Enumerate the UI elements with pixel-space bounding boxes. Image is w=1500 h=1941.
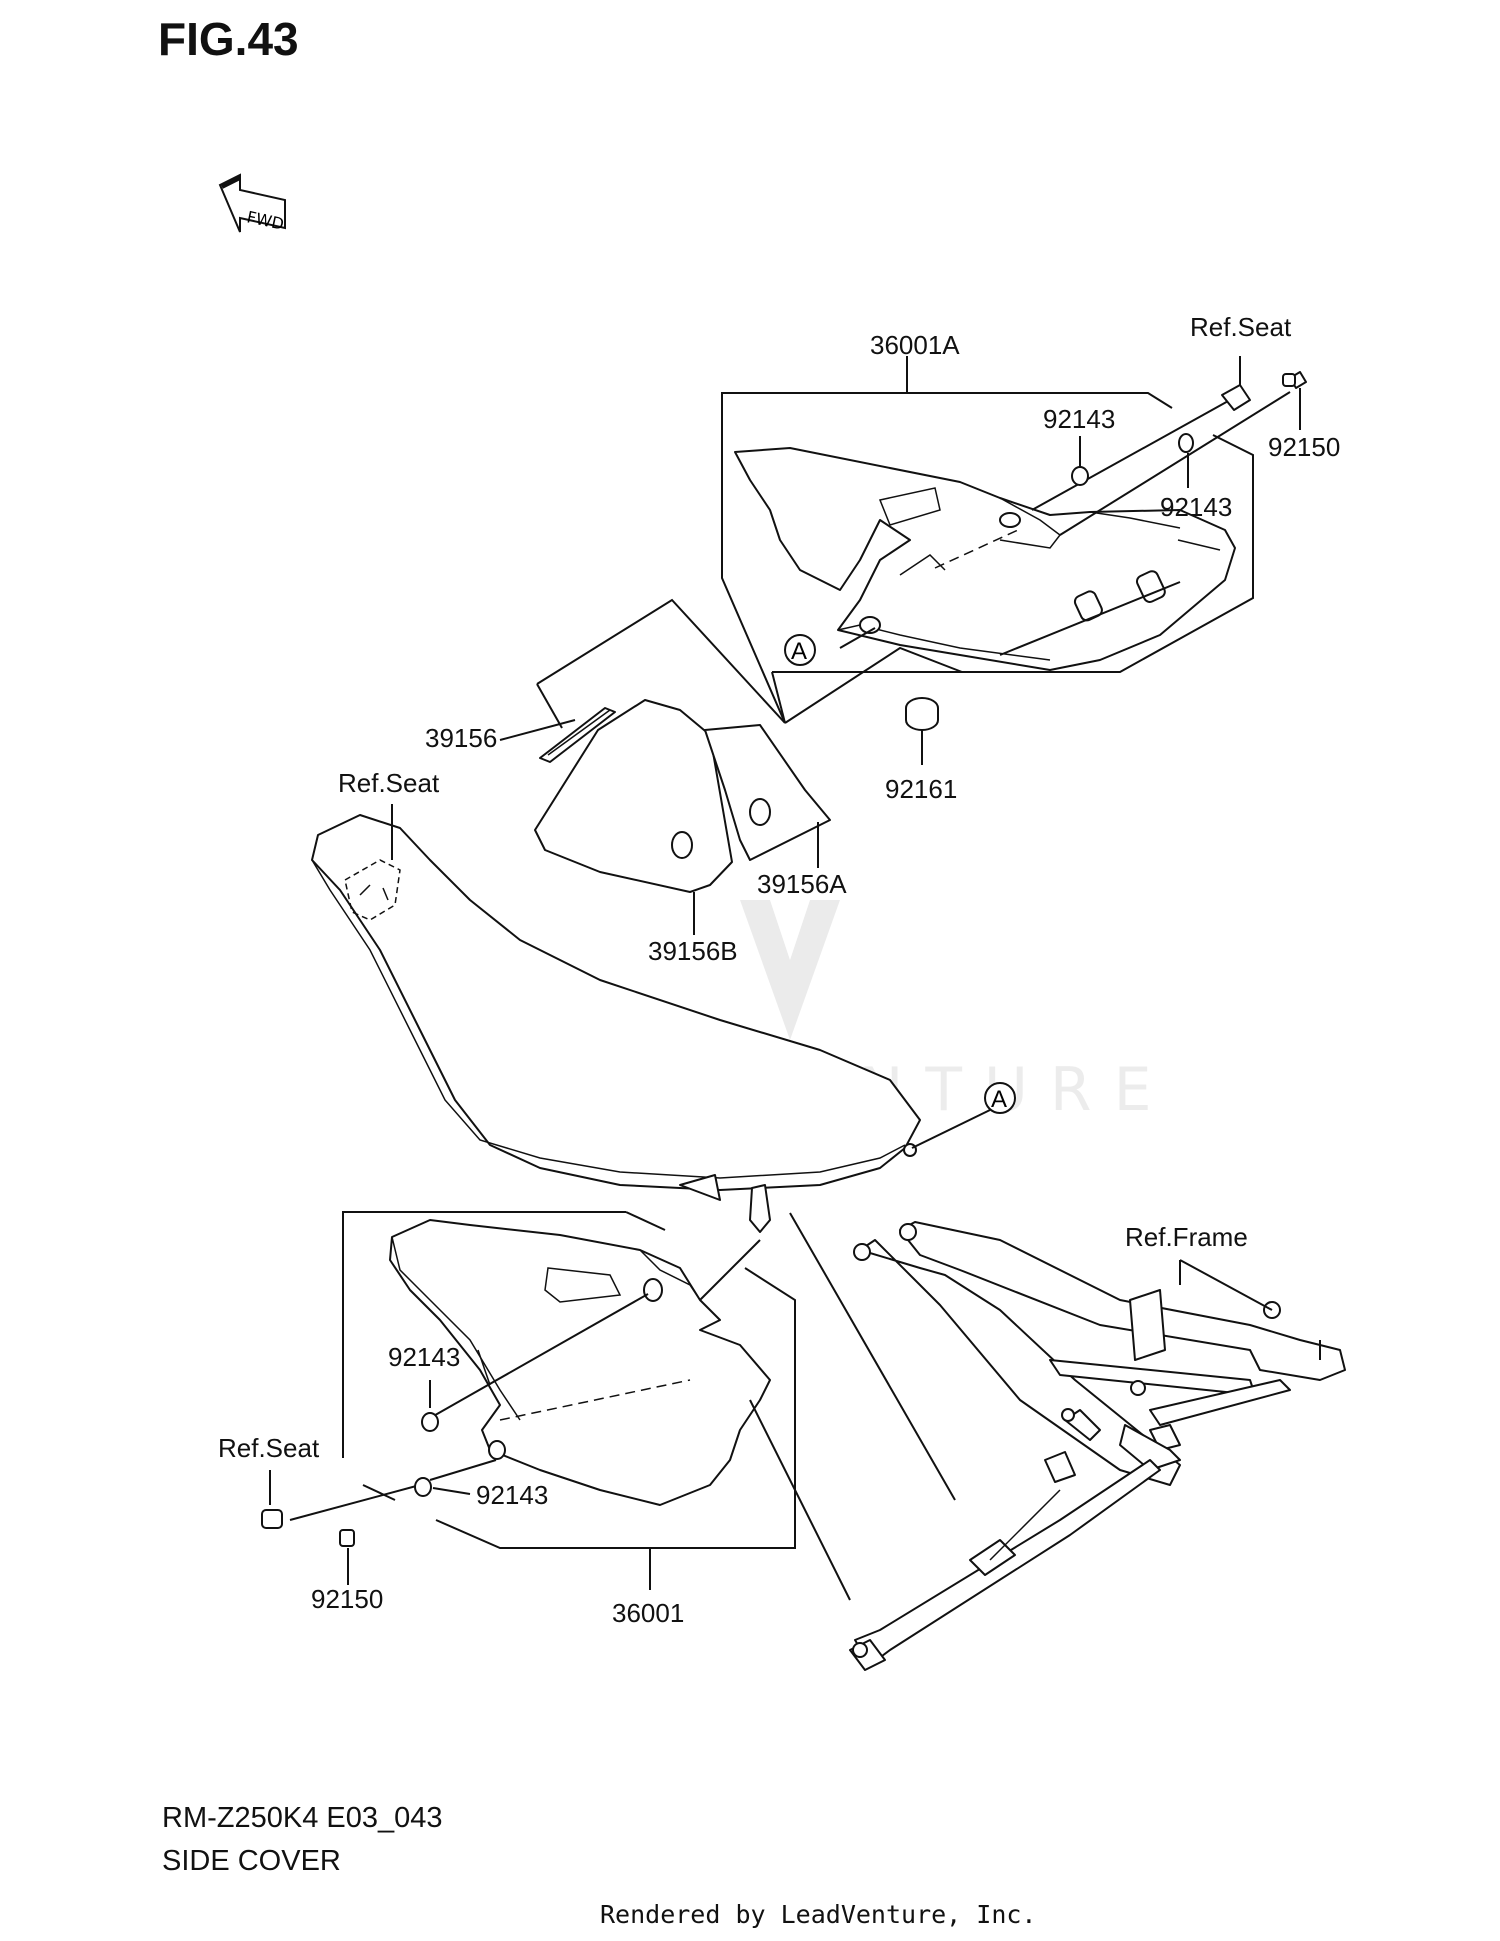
label-39156b: 39156B: [648, 936, 738, 966]
label-92143-top-a: 92143: [1043, 404, 1115, 434]
label-ref-seat-top: Ref.Seat: [1190, 312, 1292, 342]
model-code: RM-Z250K4 E03_043: [162, 1802, 443, 1834]
seat: [311, 814, 921, 1233]
label-92150-left: 92150: [311, 1584, 383, 1614]
svg-text:A: A: [791, 638, 807, 665]
seat-rail-frame: [849, 1221, 1346, 1671]
label-92150-top: 92150: [1268, 432, 1340, 462]
label-ref-seat-left: Ref.Seat: [218, 1433, 320, 1463]
washer-top-b: [1178, 433, 1194, 453]
label-39156: 39156: [425, 723, 497, 753]
rendered-by: Rendered by LeadVenture, Inc.: [600, 1900, 1037, 1929]
watermark-logo: [740, 900, 840, 1040]
label-ref-frame: Ref.Frame: [1125, 1222, 1248, 1252]
ref-mark-a-seat: A: [984, 1082, 1016, 1114]
label-36001: 36001: [612, 1598, 684, 1628]
label-92143-left-a: 92143: [388, 1342, 460, 1372]
bolt-top: [1221, 371, 1307, 411]
label-39156a: 39156A: [757, 869, 847, 899]
emblem-39156A: [704, 724, 831, 861]
washer-left-b: [414, 1477, 432, 1497]
label-92143-left-b: 92143: [476, 1480, 548, 1510]
washer-top-a: [1071, 466, 1089, 486]
bolt-left: [261, 1509, 355, 1547]
emblem-39156: [539, 707, 616, 763]
fwd-arrow-icon: FWD: [218, 173, 286, 234]
right-side-cover: [721, 356, 1254, 724]
label-92143-top-b: 92143: [1160, 492, 1232, 522]
label-ref-seat-mid: Ref.Seat: [338, 768, 440, 798]
washer-left-a: [421, 1412, 439, 1432]
section-name: SIDE COVER: [162, 1845, 341, 1877]
figure-title: FIG.43: [158, 13, 299, 65]
cushion-92161: [905, 697, 939, 731]
emblem-39156B: [534, 699, 733, 893]
left-side-cover: [389, 1219, 771, 1506]
label-92161: 92161: [885, 774, 957, 804]
ref-mark-a-top: A: [784, 634, 816, 666]
svg-text:A: A: [991, 1086, 1007, 1113]
label-36001a: 36001A: [870, 330, 960, 360]
